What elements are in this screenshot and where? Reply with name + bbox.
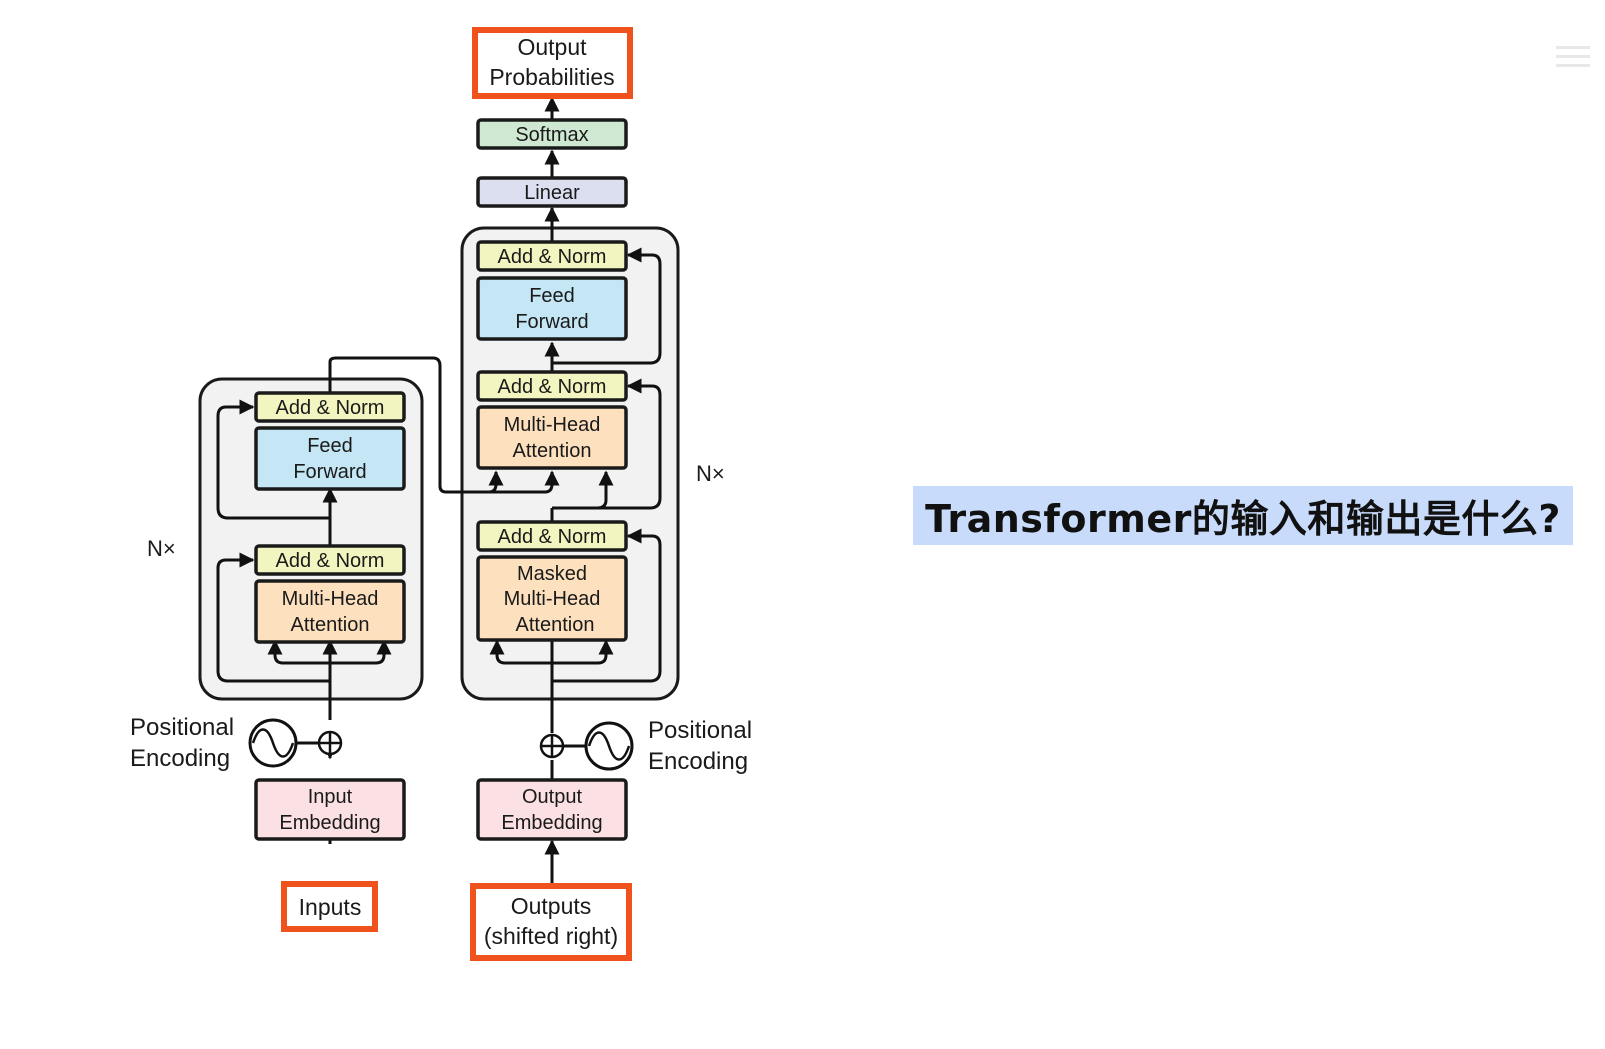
input-embedding-block <box>254 778 406 841</box>
output-embedding-block <box>476 778 628 841</box>
input-embedding-line2: Embedding <box>279 812 380 834</box>
encoder-attention-line1: Multi-Head <box>282 588 379 610</box>
decoder-cross-attention-line2: Attention <box>513 440 592 462</box>
output-probabilities-line2: Probabilities <box>489 64 614 90</box>
encoder-add-norm-bottom <box>254 544 406 576</box>
encoder-feed-forward <box>254 426 406 491</box>
decoder-add-norm-mid-label: Add & Norm <box>498 376 607 398</box>
decoder-sine-wave-icon <box>584 721 634 771</box>
linear-block <box>476 176 628 208</box>
decoder-cross-attention <box>476 405 628 470</box>
decoder-add-norm-top <box>476 240 628 272</box>
decoder-add-norm-top-label: Add & Norm <box>498 246 607 268</box>
inputs-box <box>281 881 378 932</box>
outputs-label-line2: (shifted right) <box>484 923 618 949</box>
decoder-masked-attention-line1: Masked <box>517 563 587 585</box>
encoder-add-icon <box>317 730 343 756</box>
encoder-add-norm-top-label: Add & Norm <box>276 397 385 419</box>
encoder-feed-forward-line2: Forward <box>293 461 366 483</box>
outputs-label-line1: Outputs <box>511 893 592 919</box>
encoder-repeat-label: N× <box>147 536 176 561</box>
encoder-positional-encoding-line2: Encoding <box>130 745 230 772</box>
decoder-feed-forward-line1: Feed <box>529 285 575 307</box>
decoder-masked-attention-line2: Multi-Head <box>504 588 601 610</box>
inputs-label: Inputs <box>299 894 362 920</box>
decoder-repeat-label: N× <box>696 461 725 486</box>
decoder-positional-encoding-line2: Encoding <box>648 748 748 775</box>
encoder-attention-line2: Attention <box>291 614 370 636</box>
encoder-positional-encoding-line1: Positional <box>130 714 234 741</box>
watermark-icon <box>1556 46 1590 67</box>
question-title-banner: Transformer的输入和输出是什么? <box>913 486 1573 545</box>
decoder-add-norm-bottom-label: Add & Norm <box>498 526 607 548</box>
encoder-feed-forward-line1: Feed <box>307 435 353 457</box>
softmax-block <box>476 118 628 150</box>
encoder-sine-wave-icon <box>248 718 298 768</box>
output-probabilities-line1: Output <box>517 34 587 60</box>
output-probabilities-box <box>472 27 633 99</box>
decoder-cross-attention-line1: Multi-Head <box>504 414 601 436</box>
encoder-add-norm-bottom-label: Add & Norm <box>276 550 385 572</box>
decoder-add-norm-bottom <box>476 520 628 552</box>
output-embedding-line1: Output <box>522 786 582 808</box>
decoder-masked-attention-line3: Attention <box>516 614 595 636</box>
question-title: Transformer的输入和输出是什么? <box>925 497 1561 541</box>
input-embedding-line1: Input <box>308 786 353 808</box>
softmax-label: Softmax <box>515 124 588 146</box>
output-embedding-line2: Embedding <box>501 812 602 834</box>
connection-lines <box>216 96 662 883</box>
encoder-multi-head-attention <box>254 579 406 644</box>
decoder-feed-forward-line2: Forward <box>515 311 588 333</box>
decoder-add-icon <box>539 733 565 759</box>
decoder-add-norm-mid <box>476 370 628 402</box>
linear-label: Linear <box>524 182 580 204</box>
decoder-feed-forward <box>476 276 628 341</box>
outputs-shifted-right-box <box>470 883 632 961</box>
encoder-add-norm-top <box>254 391 406 423</box>
decoder-masked-attention <box>476 555 628 642</box>
decoder-positional-encoding-line1: Positional <box>648 717 752 744</box>
